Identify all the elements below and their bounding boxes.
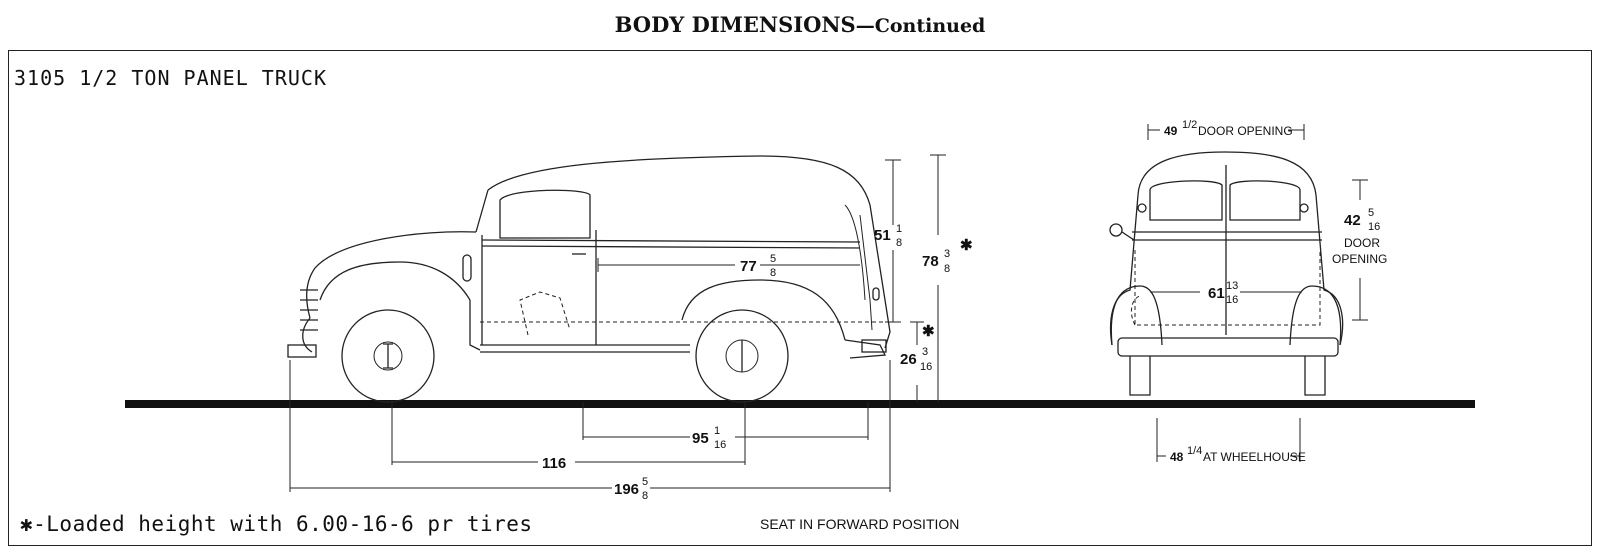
svg-text:51: 51 bbox=[874, 227, 891, 244]
dim-wheelbase: 116 bbox=[542, 455, 566, 472]
dim-door-opening-height: 42 5 16 DOOR OPENING bbox=[1332, 207, 1387, 266]
svg-text:42: 42 bbox=[1344, 212, 1361, 229]
svg-text:16: 16 bbox=[1226, 294, 1238, 306]
side-view-truck bbox=[287, 155, 891, 403]
svg-text:26: 26 bbox=[900, 351, 917, 368]
dim-overall-height: 78 3 8 ✱ bbox=[922, 237, 973, 275]
svg-text:8: 8 bbox=[770, 267, 776, 279]
svg-text:DOOR OPENING: DOOR OPENING bbox=[1198, 124, 1293, 138]
svg-text:5: 5 bbox=[642, 476, 648, 488]
svg-text:16: 16 bbox=[1368, 221, 1380, 233]
diagram-frame bbox=[8, 50, 1592, 546]
svg-text:13: 13 bbox=[1226, 280, 1238, 292]
page-title-main: BODY DIMENSIONS bbox=[614, 12, 856, 37]
svg-text:3: 3 bbox=[944, 248, 950, 260]
svg-text:196: 196 bbox=[614, 481, 639, 498]
ground-line bbox=[125, 400, 1475, 408]
svg-text:1: 1 bbox=[714, 425, 720, 437]
page-title-continued: —Continued bbox=[855, 15, 986, 37]
svg-text:49: 49 bbox=[1164, 124, 1178, 138]
rear-view-dimensions bbox=[1147, 124, 1368, 462]
svg-text:16: 16 bbox=[714, 439, 726, 451]
loaded-mark-overall: ✱ bbox=[960, 237, 973, 254]
svg-text:1/2: 1/2 bbox=[1182, 119, 1197, 131]
dim-floor-height: 26 3 16 ✱ bbox=[900, 323, 935, 373]
svg-text:116: 116 bbox=[542, 455, 566, 472]
svg-text:8: 8 bbox=[896, 237, 902, 249]
svg-text:5: 5 bbox=[770, 253, 776, 265]
dim-interior-height: 51 1 8 bbox=[874, 223, 902, 249]
svg-text:16: 16 bbox=[920, 361, 932, 373]
svg-text:48: 48 bbox=[1170, 450, 1184, 464]
svg-text:DOOR: DOOR bbox=[1344, 236, 1380, 250]
svg-text:1/4: 1/4 bbox=[1187, 445, 1202, 457]
svg-text:8: 8 bbox=[944, 263, 950, 275]
rear-view-truck bbox=[1109, 151, 1344, 396]
model-title: 3105 1/2 TON PANEL TRUCK bbox=[14, 66, 327, 90]
svg-text:1: 1 bbox=[896, 223, 902, 235]
svg-text:8: 8 bbox=[642, 490, 648, 502]
dim-wheelhouse-width: 48 1/4 AT WHEELHOUSE bbox=[1170, 445, 1306, 464]
svg-text:95: 95 bbox=[692, 430, 709, 447]
seat-position-note: SEAT IN FORWARD POSITION bbox=[760, 516, 960, 532]
loaded-mark-floor: ✱ bbox=[922, 323, 935, 340]
dim-door-opening-width: 49 1/2 DOOR OPENING bbox=[1164, 119, 1293, 138]
page-title: BODY DIMENSIONS—Continued bbox=[0, 12, 1600, 37]
dim-interior-width: 61 13 16 bbox=[1208, 280, 1238, 306]
svg-text:OPENING: OPENING bbox=[1332, 252, 1387, 266]
svg-text:5: 5 bbox=[1368, 207, 1374, 219]
dim-interior-length: 77 5 8 bbox=[740, 253, 776, 279]
svg-text:77: 77 bbox=[740, 258, 757, 275]
svg-text:AT WHEELHOUSE: AT WHEELHOUSE bbox=[1203, 450, 1306, 464]
svg-text:61: 61 bbox=[1208, 285, 1225, 302]
svg-text:78: 78 bbox=[922, 253, 939, 270]
svg-text:3: 3 bbox=[922, 346, 928, 358]
side-view-dimensions bbox=[289, 154, 946, 492]
loaded-height-footnote: ✱-Loaded height with 6.00-16-6 pr tires bbox=[20, 512, 533, 536]
dim-overall-length: 196 5 8 bbox=[614, 476, 648, 502]
dim-load-floor-length: 95 1 16 bbox=[692, 425, 726, 451]
